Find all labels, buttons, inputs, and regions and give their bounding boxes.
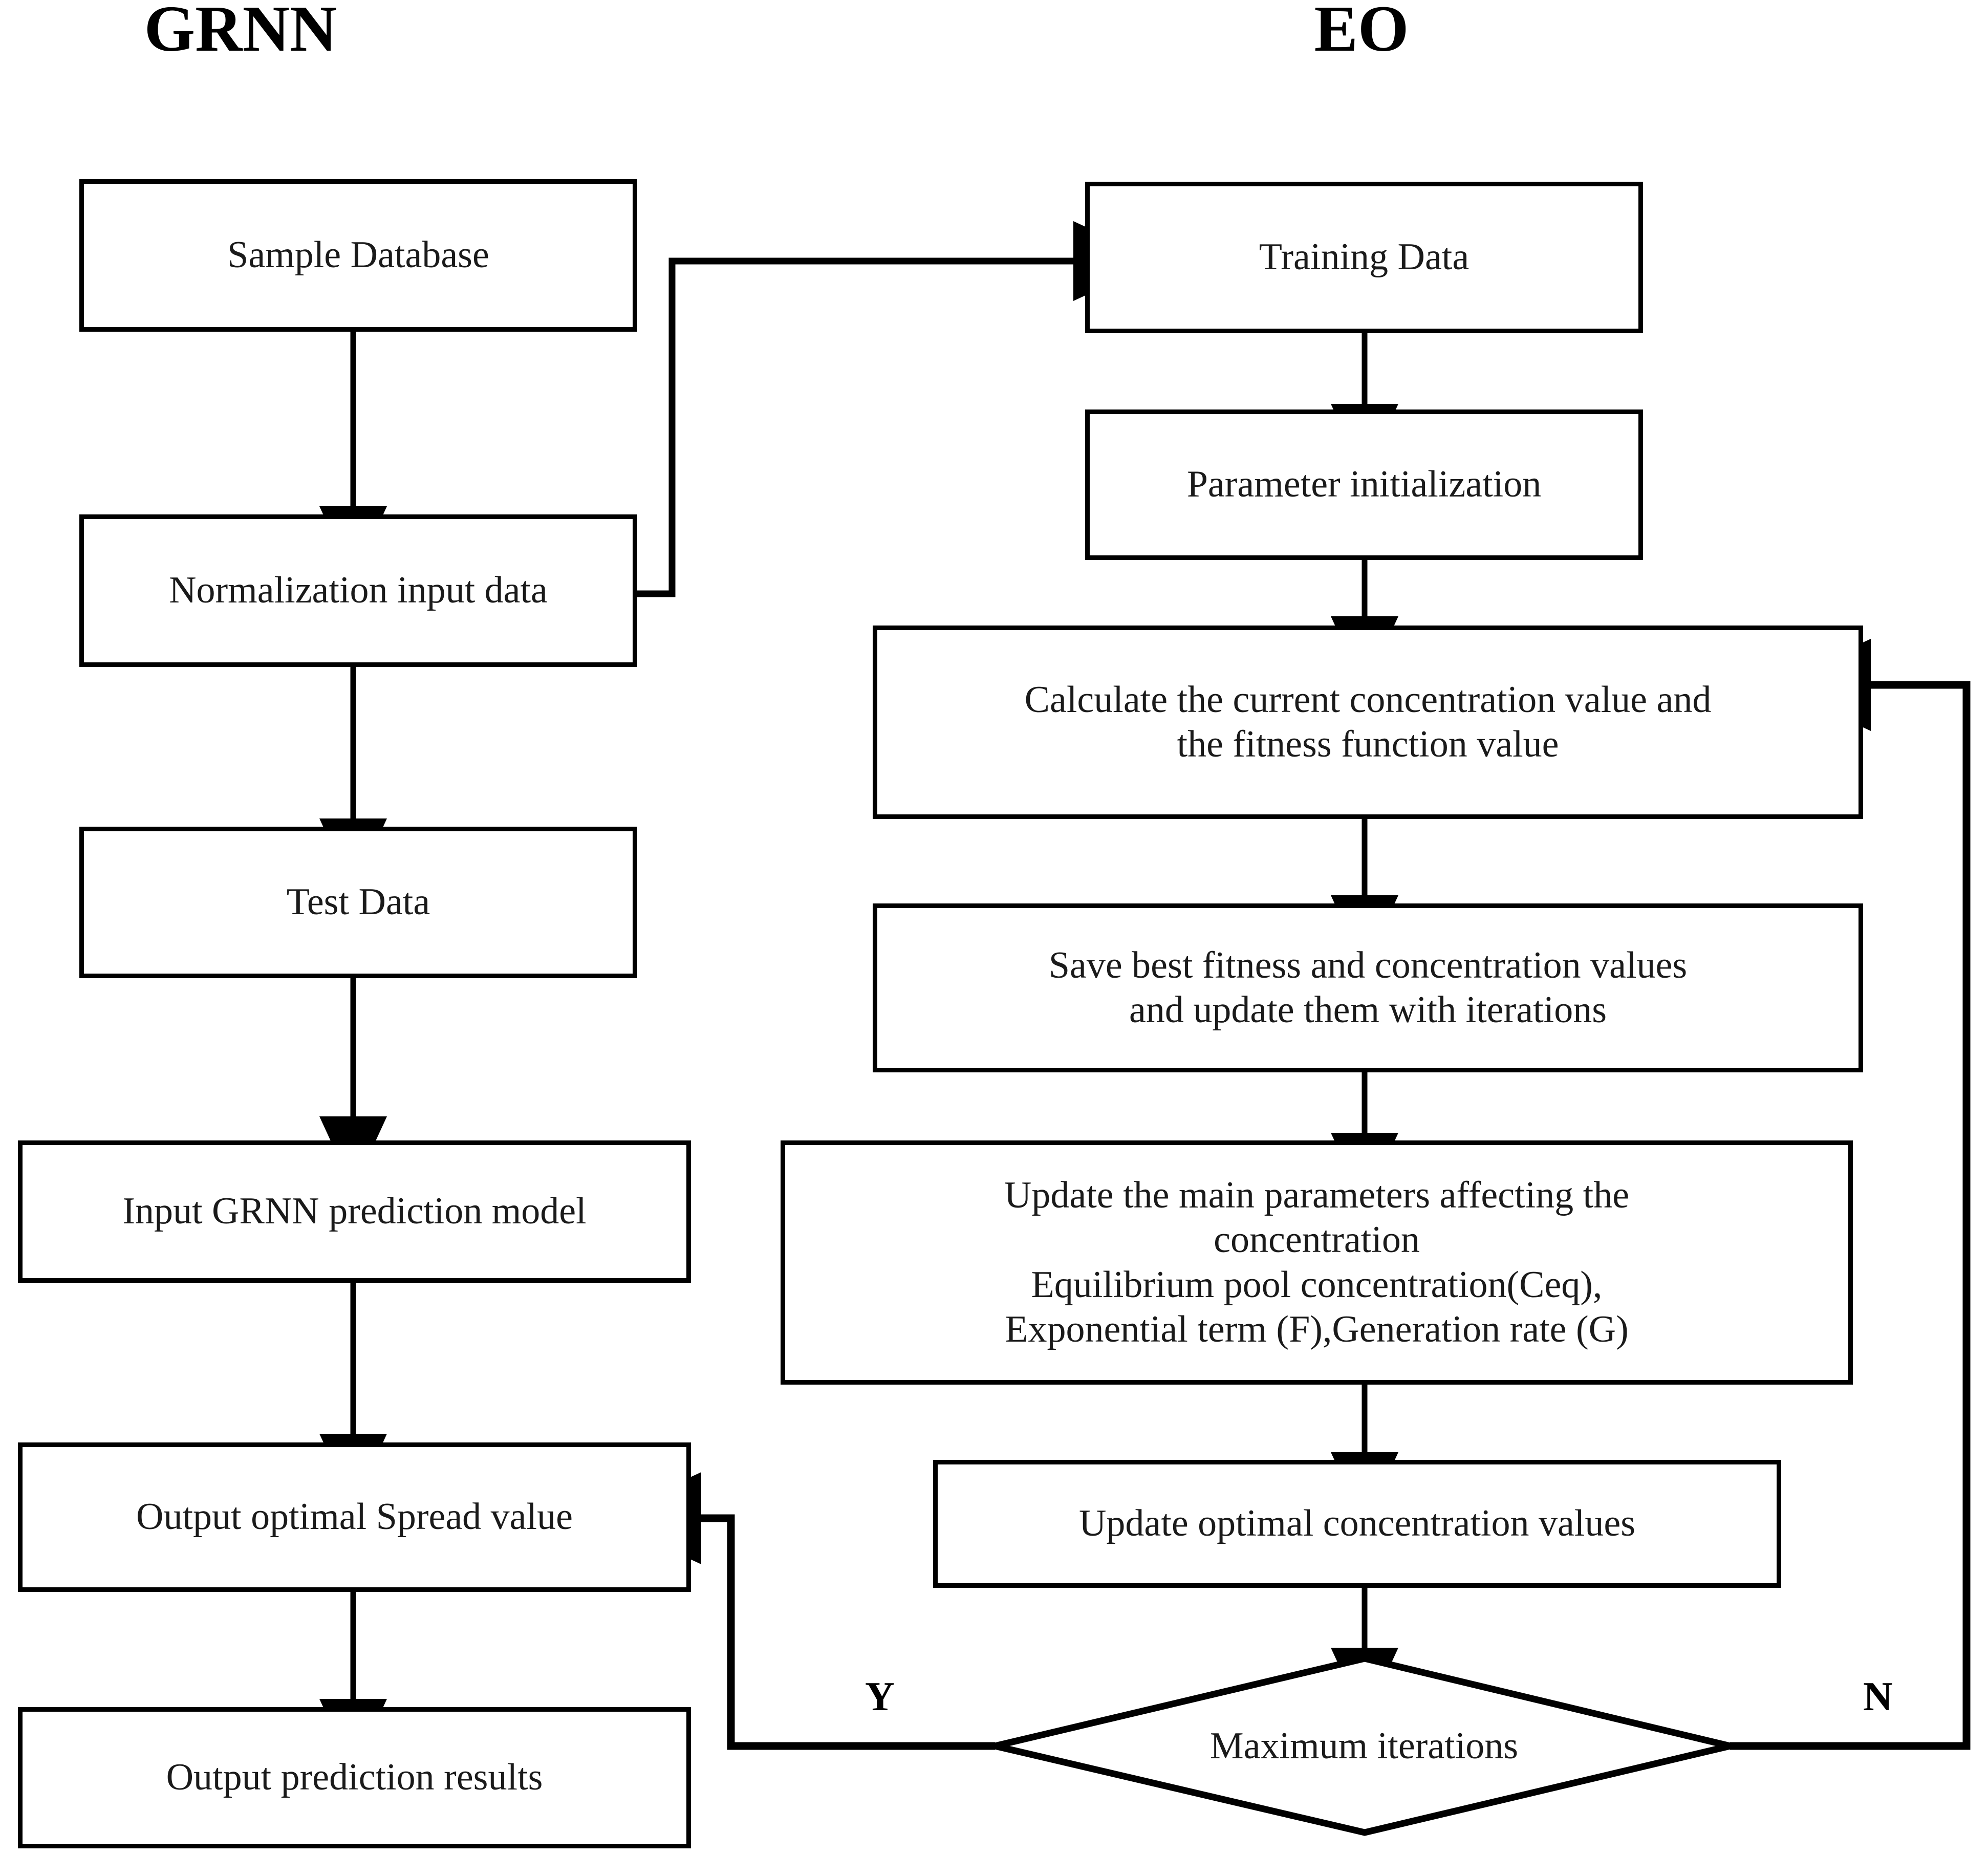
node-normalization-input-data[interactable]: Normalization input data — [79, 514, 637, 667]
node-calculate-concentration-and-fitness[interactable]: Calculate the current concentration valu… — [873, 626, 1863, 819]
edge-diamond-no-to-calculate — [1730, 639, 1971, 1750]
node-label: Output prediction results — [166, 1756, 543, 1799]
node-label: Update optimal concentration values — [1078, 1502, 1636, 1545]
node-update-main-parameters[interactable]: Update the main parameters affecting the… — [781, 1140, 1853, 1385]
edge-diamond-yes-to-outputspread — [601, 1472, 995, 1750]
edge-normalization-to-training — [637, 221, 1160, 597]
node-test-data[interactable]: Test Data — [79, 827, 637, 978]
branch-label-yes: Y — [865, 1674, 895, 1719]
column-title-eo: EO — [1314, 0, 1409, 65]
node-input-grnn-prediction-model[interactable]: Input GRNN prediction model — [18, 1140, 691, 1283]
column-title-grnn: GRNN — [144, 0, 337, 65]
node-save-best-fitness-and-concentration[interactable]: Save best fitness and concentration valu… — [873, 903, 1863, 1072]
node-label: Save best fitness and concentration valu… — [1048, 944, 1688, 1031]
node-sample-database[interactable]: Sample Database — [79, 179, 637, 332]
node-parameter-initialization[interactable]: Parameter initialization — [1085, 409, 1643, 560]
branch-label-no: N — [1863, 1674, 1893, 1719]
node-label: Calculate the current concentration valu… — [1024, 678, 1712, 765]
node-label: Maximum iterations — [1209, 1724, 1519, 1767]
node-maximum-iterations-label[interactable]: Maximum iterations — [1106, 1722, 1623, 1770]
node-label: Training Data — [1259, 236, 1470, 278]
node-output-prediction-results[interactable]: Output prediction results — [18, 1707, 691, 1848]
node-update-optimal-concentration-values[interactable]: Update optimal concentration values — [933, 1460, 1781, 1588]
node-output-optimal-spread-value[interactable]: Output optimal Spread value — [18, 1442, 691, 1592]
node-label: Sample Database — [227, 234, 489, 276]
node-label: Test Data — [286, 881, 430, 923]
node-label: Update the main parameters affecting the… — [1004, 1174, 1630, 1350]
diamond-maximum-iterations — [994, 1655, 1731, 1836]
node-label: Output optimal Spread value — [136, 1496, 573, 1538]
node-label: Parameter initialization — [1186, 463, 1542, 506]
node-label: Normalization input data — [169, 569, 548, 612]
node-training-data[interactable]: Training Data — [1085, 182, 1643, 333]
node-label: Input GRNN prediction model — [122, 1190, 587, 1233]
